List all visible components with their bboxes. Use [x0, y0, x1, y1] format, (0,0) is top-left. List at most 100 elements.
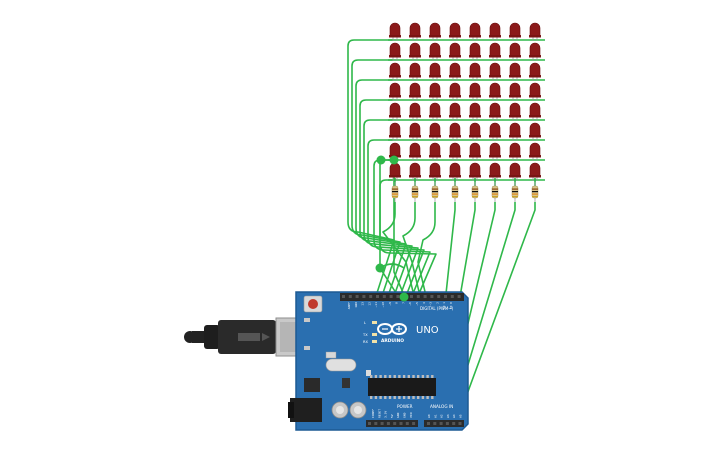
- led[interactable]: [509, 62, 521, 81]
- led[interactable]: [529, 82, 541, 101]
- led[interactable]: [489, 82, 501, 101]
- header-pin[interactable]: [416, 295, 420, 298]
- led[interactable]: [409, 82, 421, 101]
- resistor[interactable]: [391, 182, 399, 202]
- led[interactable]: [529, 42, 541, 61]
- resistor[interactable]: [491, 182, 499, 202]
- led[interactable]: [469, 22, 481, 41]
- wire-junction[interactable]: [399, 292, 409, 302]
- led[interactable]: [529, 102, 541, 121]
- header-pin[interactable]: [445, 422, 449, 425]
- wire[interactable]: [449, 202, 516, 425]
- header-pin[interactable]: [355, 295, 359, 298]
- led[interactable]: [489, 142, 501, 161]
- header-pin[interactable]: [386, 422, 390, 425]
- led[interactable]: [509, 42, 521, 61]
- led[interactable]: [469, 62, 481, 81]
- wire[interactable]: [347, 39, 395, 297]
- resistor[interactable]: [451, 182, 459, 202]
- led[interactable]: [409, 122, 421, 141]
- header-pin[interactable]: [362, 295, 366, 298]
- header-pin[interactable]: [430, 295, 434, 298]
- led[interactable]: [469, 162, 481, 181]
- header-pin[interactable]: [396, 295, 400, 298]
- wire[interactable]: [402, 202, 421, 297]
- led[interactable]: [469, 82, 481, 101]
- led[interactable]: [489, 62, 501, 81]
- header-pin[interactable]: [450, 295, 454, 298]
- led[interactable]: [489, 122, 501, 141]
- led[interactable]: [509, 162, 521, 181]
- header-pin[interactable]: [374, 422, 378, 425]
- led[interactable]: [409, 162, 421, 181]
- led[interactable]: [489, 102, 501, 121]
- led[interactable]: [389, 22, 401, 41]
- led[interactable]: [529, 122, 541, 141]
- header-pin[interactable]: [439, 422, 443, 425]
- barrel-jack-icon[interactable]: [288, 398, 322, 422]
- reset-button-icon[interactable]: [303, 295, 323, 313]
- led[interactable]: [409, 42, 421, 61]
- led[interactable]: [469, 122, 481, 141]
- led[interactable]: [409, 142, 421, 161]
- led[interactable]: [509, 22, 521, 41]
- led[interactable]: [389, 122, 401, 141]
- header-pin[interactable]: [342, 295, 345, 298]
- header-pin[interactable]: [427, 422, 430, 425]
- led[interactable]: [529, 22, 541, 41]
- led[interactable]: [429, 42, 441, 61]
- header-pin[interactable]: [423, 295, 427, 298]
- led[interactable]: [429, 22, 441, 41]
- resistor[interactable]: [411, 182, 419, 202]
- led[interactable]: [389, 82, 401, 101]
- led[interactable]: [509, 102, 521, 121]
- wire-junction[interactable]: [389, 155, 399, 165]
- resistor[interactable]: [511, 182, 519, 202]
- wire[interactable]: [382, 202, 415, 297]
- header-pin[interactable]: [410, 295, 413, 298]
- led[interactable]: [409, 62, 421, 81]
- header-pin[interactable]: [457, 295, 461, 298]
- led[interactable]: [509, 122, 521, 141]
- led[interactable]: [469, 142, 481, 161]
- led[interactable]: [529, 62, 541, 81]
- analog-header[interactable]: [424, 420, 464, 427]
- led[interactable]: [449, 62, 461, 81]
- wire-junction[interactable]: [375, 263, 385, 273]
- led[interactable]: [449, 142, 461, 161]
- header-pin[interactable]: [452, 422, 456, 425]
- led[interactable]: [449, 22, 461, 41]
- resistor[interactable]: [471, 182, 479, 202]
- wire[interactable]: [455, 202, 536, 425]
- led[interactable]: [449, 42, 461, 61]
- header-pin[interactable]: [405, 422, 409, 425]
- header-pin[interactable]: [412, 422, 416, 425]
- header-pin[interactable]: [389, 295, 393, 298]
- led[interactable]: [489, 42, 501, 61]
- wire-junction[interactable]: [376, 155, 386, 165]
- led[interactable]: [489, 22, 501, 41]
- led[interactable]: [469, 102, 481, 121]
- led[interactable]: [449, 162, 461, 181]
- led[interactable]: [529, 162, 541, 181]
- led[interactable]: [429, 82, 441, 101]
- resistor[interactable]: [431, 182, 439, 202]
- led[interactable]: [429, 142, 441, 161]
- led[interactable]: [509, 82, 521, 101]
- wire[interactable]: [417, 202, 436, 297]
- led[interactable]: [409, 102, 421, 121]
- led[interactable]: [429, 62, 441, 81]
- led[interactable]: [449, 82, 461, 101]
- resistor[interactable]: [531, 182, 539, 202]
- header-pin[interactable]: [437, 295, 441, 298]
- led[interactable]: [529, 142, 541, 161]
- led[interactable]: [389, 42, 401, 61]
- led[interactable]: [429, 102, 441, 121]
- led[interactable]: [449, 102, 461, 121]
- led[interactable]: [429, 122, 441, 141]
- header-pin[interactable]: [380, 422, 384, 425]
- led[interactable]: [389, 62, 401, 81]
- header-pin[interactable]: [348, 295, 352, 298]
- wire[interactable]: [363, 119, 419, 297]
